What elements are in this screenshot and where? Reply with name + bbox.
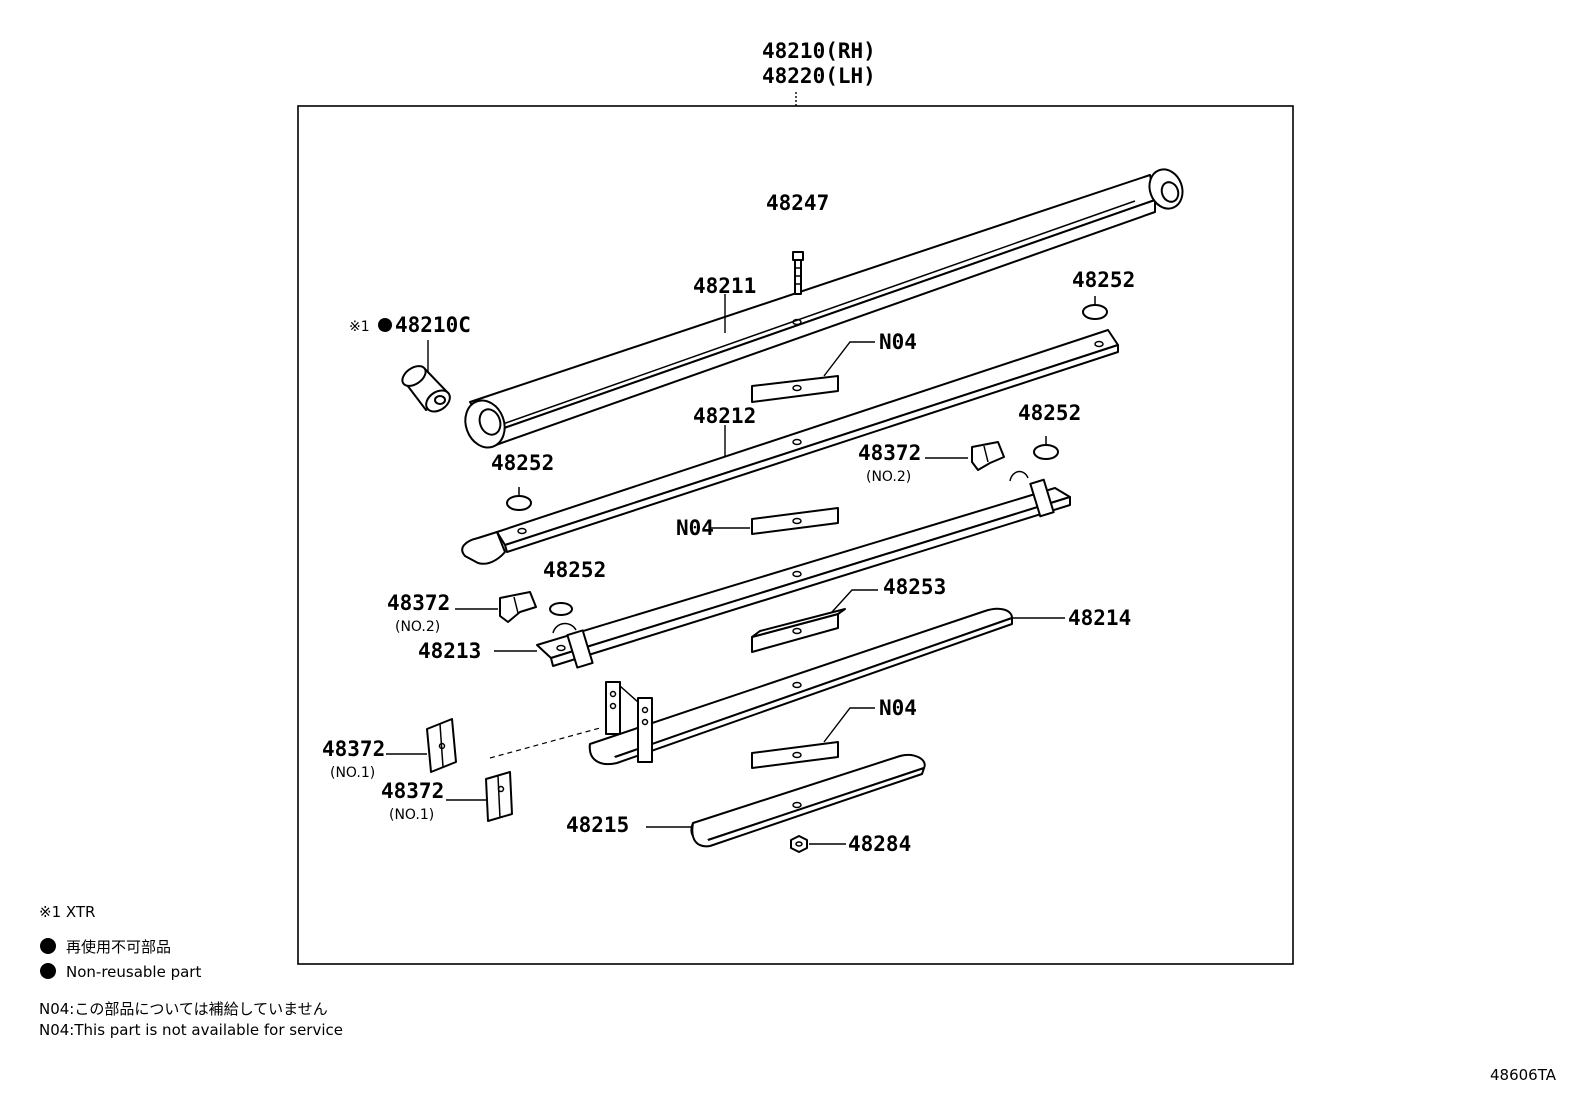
label-48372-4-sub: (NO.1) [389, 807, 434, 823]
label-n04-2: N04 [676, 516, 714, 540]
label-48372-4: 48372 [381, 779, 444, 803]
label-48247: 48247 [766, 191, 829, 215]
label-48210c-mark: ※1 [349, 319, 370, 335]
rivet-48252-2 [506, 487, 532, 511]
legend-mark-note: ※1 XTR [39, 903, 95, 921]
label-48372-1-sub: (NO.2) [866, 469, 911, 485]
non-reusable-mark-icon [378, 318, 392, 332]
label-48211: 48211 [693, 274, 756, 298]
rivet-48252-1 [1082, 296, 1108, 320]
label-48252-2: 48252 [491, 451, 554, 475]
third-leaf-48213 [536, 470, 1071, 669]
label-48284: 48284 [848, 832, 911, 856]
fifth-leaf-48215 [690, 754, 926, 848]
label-48372-1: 48372 [858, 441, 921, 465]
assembly-frame [297, 105, 1294, 965]
liner-n04-3 [751, 741, 839, 769]
label-n04-1: N04 [879, 330, 917, 354]
liner-n04-2 [751, 507, 839, 535]
clip-48372-no2-1 [971, 441, 1005, 471]
legend-non-reusable-icon-en [40, 963, 56, 979]
assembly-dashed-line [489, 727, 601, 759]
rivet-48252-4 [549, 602, 573, 616]
nut-48284 [790, 835, 808, 853]
assembly-label-lh: 48220(LH) [762, 64, 876, 88]
clip-48372-no1-2 [485, 771, 513, 822]
label-48372-3: 48372 [322, 737, 385, 761]
second-leaf-48212 [461, 329, 1119, 565]
clip-48372-no2-2 [499, 591, 537, 623]
legend-non-reusable-jp: 再使用不可部品 [66, 938, 171, 956]
label-48372-2: 48372 [387, 591, 450, 615]
legend-non-reusable-en: Non-reusable part [66, 963, 201, 981]
label-48253: 48253 [883, 575, 946, 599]
figure-code: 48606TA [1490, 1066, 1557, 1084]
label-48252-1: 48252 [1072, 268, 1135, 292]
rivet-48252-3 [1033, 436, 1059, 460]
legend-non-reusable-icon-jp [40, 938, 56, 954]
bushing-48210c [401, 365, 451, 413]
label-48372-3-sub: (NO.1) [330, 765, 375, 781]
liner-n04-1 [751, 375, 839, 403]
label-48212: 48212 [693, 404, 756, 428]
label-48214: 48214 [1068, 606, 1131, 630]
clip-48372-no1-1 [426, 718, 457, 773]
label-48252-3: 48252 [1018, 401, 1081, 425]
label-48210c: 48210C [395, 313, 471, 337]
label-48213: 48213 [418, 639, 481, 663]
center-bolt-48247 [792, 251, 804, 295]
label-n04-3: N04 [879, 696, 917, 720]
label-48215: 48215 [566, 813, 629, 837]
main-leaf-48211 [464, 168, 1184, 449]
legend-n04-en: N04:This part is not available for servi… [39, 1021, 343, 1039]
spacer-48253 [751, 608, 846, 653]
assembly-label-rh: 48210(RH) [762, 39, 876, 63]
label-48372-2-sub: (NO.2) [395, 619, 440, 635]
legend-n04-jp: N04:この部品については補給していません [39, 1000, 328, 1018]
label-48252-4: 48252 [543, 558, 606, 582]
